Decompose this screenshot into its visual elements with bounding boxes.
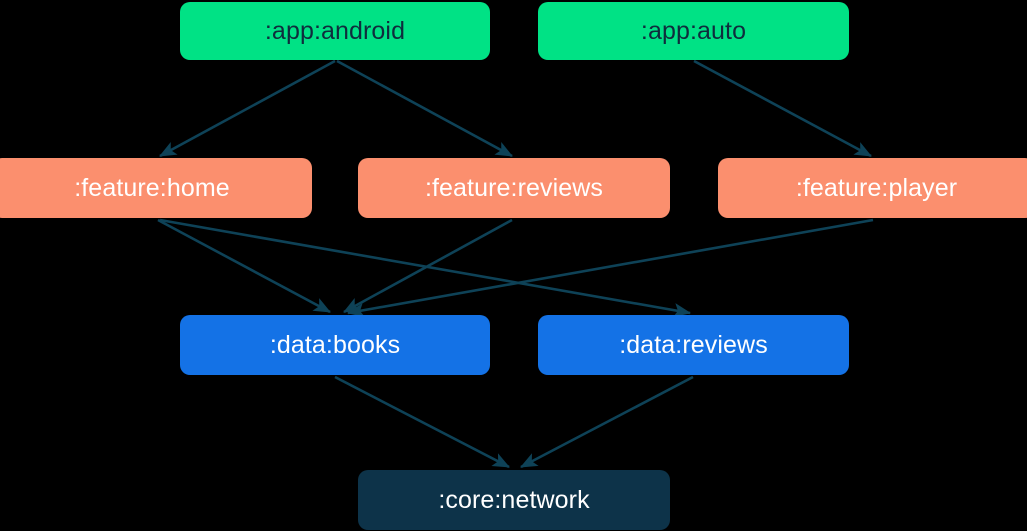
edge-app-auto-to-feature-player bbox=[693, 59, 872, 158]
node-label: :data:reviews bbox=[619, 330, 768, 359]
node-app-android[interactable]: :app:android bbox=[180, 2, 490, 60]
node-label: :feature:reviews bbox=[424, 173, 604, 202]
node-label: :core:network bbox=[438, 485, 590, 514]
edge-feature-reviews-to-data-books bbox=[343, 218, 513, 314]
edge-app-android-to-feature-reviews bbox=[336, 59, 513, 158]
node-label: :feature:home bbox=[74, 173, 230, 202]
edge-data-books-to-core-network bbox=[334, 375, 510, 469]
node-feature-player[interactable]: :feature:player bbox=[718, 158, 1027, 218]
edge-app-android-to-feature-home bbox=[159, 59, 336, 158]
node-label: :data:books bbox=[269, 330, 401, 359]
node-data-reviews[interactable]: :data:reviews bbox=[538, 315, 849, 375]
edges-group bbox=[157, 59, 874, 469]
node-feature-reviews[interactable]: :feature:reviews bbox=[358, 158, 670, 218]
node-core-network[interactable]: :core:network bbox=[358, 470, 670, 530]
node-label: :app:auto bbox=[640, 16, 747, 45]
edge-feature-home-to-data-books bbox=[157, 218, 331, 314]
node-data-books[interactable]: :data:books bbox=[180, 315, 490, 375]
edge-data-reviews-to-core-network bbox=[520, 375, 694, 469]
edge-feature-player-to-data-books bbox=[346, 218, 874, 318]
node-label: :feature:player bbox=[795, 173, 958, 202]
node-feature-home[interactable]: :feature:home bbox=[0, 158, 312, 218]
node-app-auto[interactable]: :app:auto bbox=[538, 2, 849, 60]
edge-feature-home-to-data-reviews bbox=[159, 218, 692, 318]
node-label: :app:android bbox=[264, 16, 406, 45]
